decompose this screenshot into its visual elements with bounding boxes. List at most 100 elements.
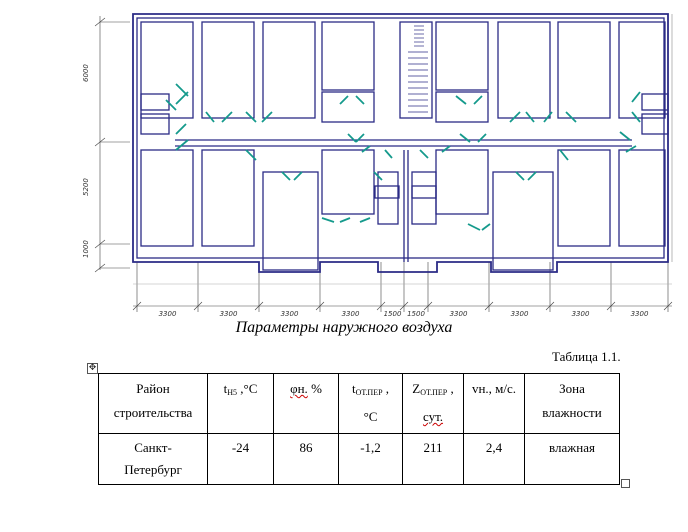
room-top (262, 21, 316, 119)
niche (411, 185, 437, 199)
cell-city: Санкт- Петербург (98, 433, 208, 485)
stair-well (399, 21, 433, 119)
header-z-heating: ZОТ.ПЕР , сут. (402, 373, 464, 434)
cell-phi: 86 (273, 433, 339, 485)
door-swing (543, 111, 553, 123)
dim-label-horizontal: 1500 (407, 310, 425, 318)
table-caption: Таблица 1.1. (552, 349, 621, 364)
header-region-line2: строительства (113, 405, 193, 420)
door-swing (455, 95, 467, 105)
door-swing (165, 99, 177, 111)
door-swing (293, 171, 303, 181)
door-swing (631, 111, 641, 123)
dim-label-vertical: 6000 (82, 64, 90, 82)
inner-wall-line (136, 17, 665, 259)
door-swing (175, 123, 187, 135)
niche (374, 185, 400, 199)
door-swing (245, 111, 257, 123)
door-swing (361, 145, 371, 153)
room-top (321, 21, 375, 91)
dim-label-horizontal: 3300 (511, 310, 529, 318)
door-swing (467, 223, 481, 231)
door-swing (384, 149, 393, 159)
dim-label-horizontal: 3300 (281, 310, 299, 318)
header-t-heating: tОТ.ПЕР , °С (338, 373, 403, 434)
door-swing (245, 149, 257, 161)
door-swing (339, 95, 349, 105)
room-top (435, 21, 489, 91)
table-row: Санкт- Петербург -24 86 -1,2 211 2,4 вла… (98, 433, 620, 485)
header-region: Район строительства (98, 373, 208, 434)
room-bottom (492, 171, 554, 271)
room-top (201, 21, 255, 119)
dim-label-horizontal: 3300 (450, 310, 468, 318)
bath-left (140, 93, 170, 111)
dim-label-horizontal: 1500 (384, 310, 402, 318)
dim-label-horizontal: 3300 (572, 310, 590, 318)
table-resize-handle[interactable] (621, 479, 630, 488)
door-swing (419, 149, 429, 159)
room-top-lower (435, 91, 489, 123)
header-region-line1: Район (136, 381, 170, 396)
door-swing (373, 171, 383, 181)
door-swing (525, 111, 535, 123)
cell-t-heating: -1,2 (338, 433, 403, 485)
header-t-h5: tН5 ,°С (207, 373, 274, 434)
outer-wall (132, 13, 669, 273)
drawing-heading: Параметры наружного воздуха (235, 319, 453, 336)
door-swing (631, 91, 641, 103)
door-swing (559, 149, 569, 161)
room-top-lower (321, 91, 375, 123)
room-top (497, 21, 551, 119)
door-swing (221, 111, 233, 123)
door-swing (175, 139, 189, 151)
bath-right (641, 93, 669, 111)
door-swing (359, 217, 371, 223)
door-swing (347, 133, 357, 143)
room-top (557, 21, 611, 119)
cell-z-heating: 211 (402, 433, 464, 485)
dim-label-horizontal: 3300 (631, 310, 649, 318)
door-swing (281, 171, 291, 181)
bath-left (140, 113, 170, 135)
dim-label-horizontal: 3300 (342, 310, 360, 318)
dim-label-vertical: 5200 (82, 178, 90, 196)
room-top (140, 21, 194, 119)
door-swing (175, 91, 189, 105)
door-swing (339, 217, 351, 223)
door-swing (515, 171, 525, 181)
door-swing (565, 111, 577, 123)
room-bottom (435, 149, 489, 215)
floor-plan-drawing: 6000 5200 1000 3300 3300 3300 3300 1500 1500 3300… (82, 13, 673, 318)
door-swing (355, 133, 365, 143)
door-swing (473, 95, 483, 105)
room-bottom (321, 149, 375, 215)
room-bottom (618, 149, 666, 247)
table-move-handle-icon[interactable]: ✥ (87, 363, 98, 374)
door-swing (619, 131, 631, 141)
door-swing (261, 111, 273, 123)
cell-t-h5: -24 (207, 433, 274, 485)
outdoor-air-parameters-table: Район строительства tН5 ,°С φн. % tОТ.ПЕ… (98, 373, 620, 485)
dim-label-horizontal: 3300 (220, 310, 238, 318)
room-bottom (557, 149, 611, 247)
header-humidity-zone: Зона влажности (524, 373, 620, 434)
door-swing (441, 145, 451, 153)
door-swing (205, 111, 215, 123)
room-bottom (140, 149, 194, 247)
dim-label-horizontal: 3300 (159, 310, 177, 318)
header-phi: φн. % (273, 373, 339, 434)
door-swing (481, 223, 491, 231)
dim-label-vertical: 1000 (82, 240, 90, 258)
door-swing (321, 217, 335, 223)
door-swing (355, 95, 365, 105)
door-swing (625, 145, 637, 153)
room-bottom (201, 149, 255, 247)
door-swing (477, 133, 487, 143)
door-swing (509, 111, 521, 123)
header-wind-speed: vн., м/с. (463, 373, 525, 434)
room-bottom (262, 171, 319, 271)
cell-humidity-zone: влажная (524, 433, 620, 485)
cell-wind-speed: 2,4 (463, 433, 525, 485)
door-swing (527, 171, 537, 181)
